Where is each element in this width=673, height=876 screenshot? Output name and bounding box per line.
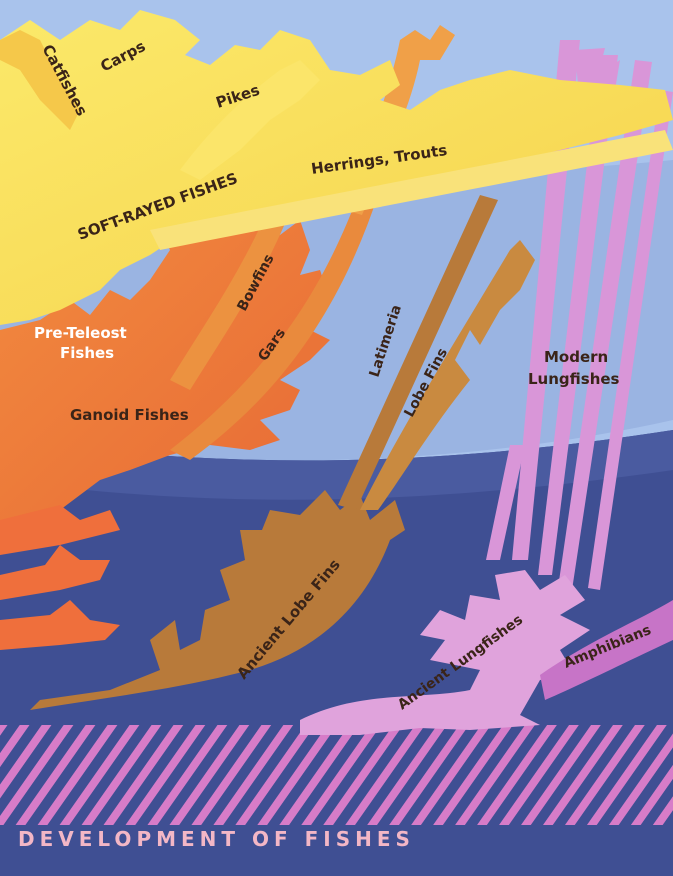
page-title: DEVELOPMENT OF FISHES [18, 827, 415, 851]
striped-ground-band [0, 725, 673, 825]
label-modern: Modern [544, 348, 608, 366]
label-lungfishes: Lungfishes [528, 370, 620, 388]
label-pre-teleost-fishes: Fishes [60, 344, 114, 362]
label-pre-teleost: Pre-Teleost [34, 324, 127, 342]
label-ganoid-fishes: Ganoid Fishes [70, 406, 189, 424]
